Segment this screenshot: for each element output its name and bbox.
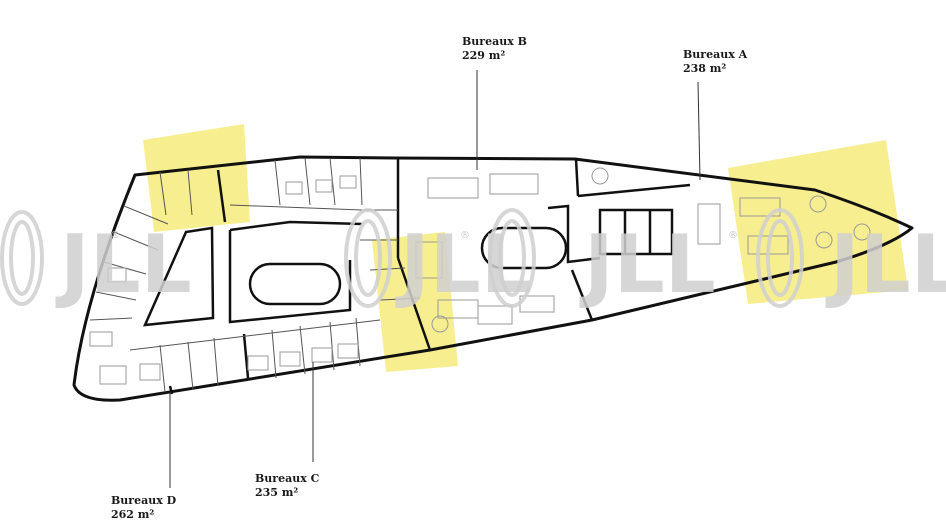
- label-bureaux-c: Bureaux C 235 m²: [255, 472, 319, 500]
- label-bureaux-c-area: 235 m²: [255, 486, 299, 499]
- highlight-zone-center: [372, 232, 458, 372]
- label-bureaux-d: Bureaux D 262 m²: [111, 494, 176, 522]
- label-bureaux-c-name: Bureaux C: [255, 472, 320, 485]
- label-bureaux-b-name: Bureaux B: [462, 35, 527, 48]
- jll-watermark: [0, 208, 804, 308]
- building-outline: [72, 155, 914, 402]
- office-partitions: [89, 157, 421, 393]
- watermark-text-2: JLL: [395, 218, 532, 311]
- svg-text:®: ®: [110, 230, 120, 241]
- watermark-text-1: JLL: [55, 218, 192, 311]
- label-bureaux-d-name: Bureaux D: [111, 494, 177, 507]
- watermark-text-3: JLL: [579, 218, 716, 311]
- highlight-zone-left: [143, 124, 250, 232]
- interior-walls: [168, 158, 691, 395]
- label-bureaux-a: Bureaux A 238 m²: [683, 48, 747, 76]
- leader-line-bureaux-a: [697, 81, 701, 181]
- watermark-text-4: JLL: [825, 218, 946, 311]
- svg-text:®: ®: [460, 230, 470, 241]
- highlight-zones: [143, 124, 908, 372]
- label-bureaux-d-area: 262 m²: [111, 508, 155, 521]
- highlight-zone-right: [728, 140, 908, 304]
- label-bureaux-b-area: 229 m²: [462, 49, 506, 62]
- registered-marks: ® ® ®: [110, 230, 738, 241]
- label-bureaux-b: Bureaux B 229 m²: [462, 35, 527, 63]
- jll-watermark-text: JLL JLL JLL JLL: [55, 218, 946, 311]
- label-bureaux-a-name: Bureaux A: [683, 48, 748, 61]
- label-bureaux-a-area: 238 m²: [683, 62, 727, 75]
- svg-text:®: ®: [728, 230, 738, 241]
- desk-furniture: [89, 167, 871, 385]
- label-leader-lines: [169, 70, 701, 488]
